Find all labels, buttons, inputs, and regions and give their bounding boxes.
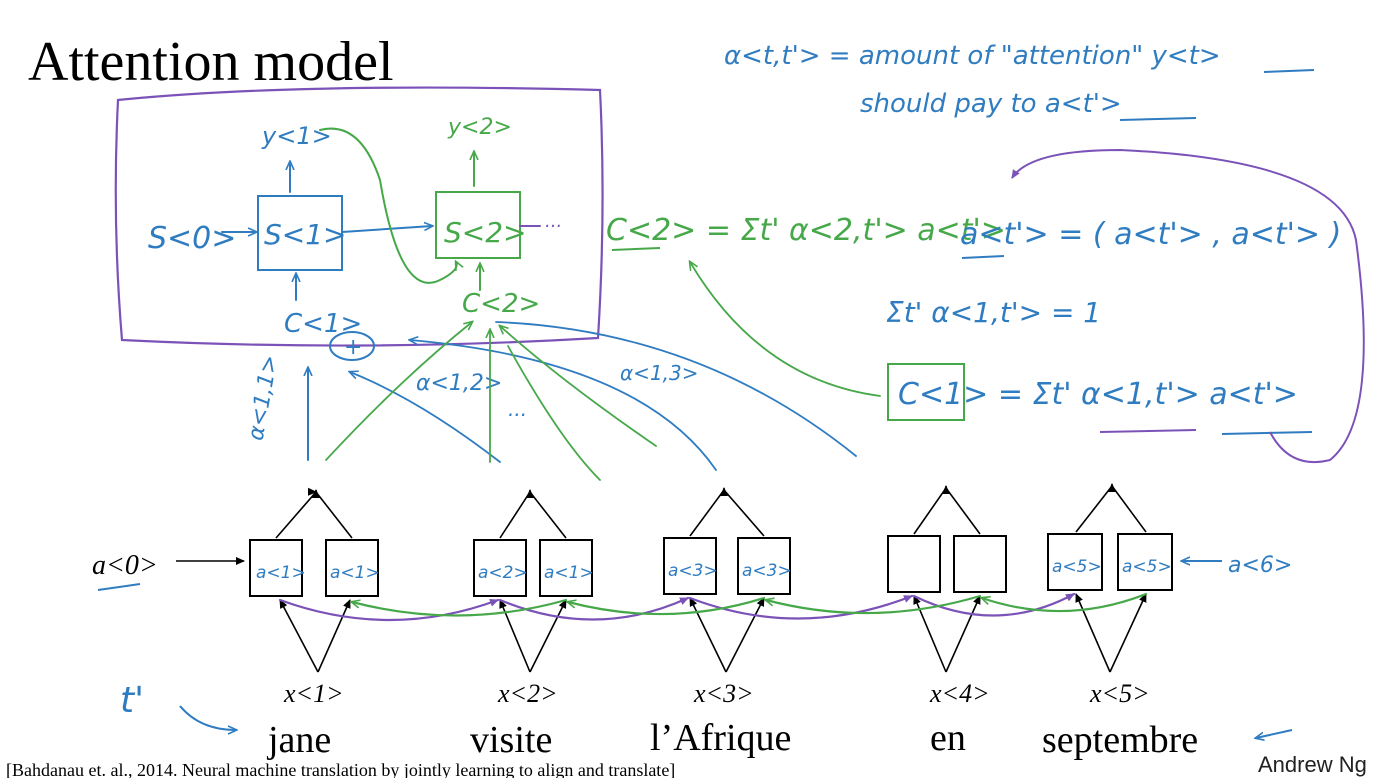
fanout-3 <box>689 488 765 537</box>
in-arrow-5b <box>1109 593 1147 673</box>
alpha13-label: α<1,3> <box>620 361 699 385</box>
fwd-label-2: a<2> <box>478 563 528 583</box>
in-arrow-4b <box>945 595 981 673</box>
alpha-sum-equation: Σt' α<1,t'> = 1 <box>886 296 1101 329</box>
sum-plus: + <box>344 335 362 360</box>
in-arrow-1b <box>317 599 351 673</box>
a-tprime-underline <box>1221 431 1313 435</box>
alpha12-label: α<1,2> <box>416 371 502 396</box>
s0-label: S<0> <box>148 221 236 256</box>
x-label-3: x<3> <box>693 679 754 708</box>
attn-arrow-4 <box>495 321 857 457</box>
fanout-4 <box>913 486 981 535</box>
attn2-arrow-1 <box>325 322 472 461</box>
fwd-box-4 <box>887 535 941 593</box>
bwd-box-2 <box>539 539 593 597</box>
word-1: jane <box>266 719 331 761</box>
alpha-underline <box>1099 429 1197 433</box>
bwd-label-2: a<1> <box>544 563 594 583</box>
y1-feedback-arrow <box>319 127 457 284</box>
alpha-definition-line2: should pay to a<t'> <box>860 89 1122 119</box>
fwd-box-3 <box>663 537 717 595</box>
word-5: septembre <box>1042 719 1198 761</box>
slide-title: Attention model <box>28 31 394 93</box>
bwd-link-5-4 <box>982 592 1148 613</box>
s1-to-s2-arrow <box>341 226 432 233</box>
a0-label: a<0> <box>92 550 158 581</box>
fanout-1 <box>275 487 353 539</box>
bwd-link-3-2 <box>568 596 766 616</box>
x-label-1: x<1> <box>283 679 344 708</box>
bwd-label-5: a<5> <box>1122 557 1172 577</box>
attention-dots: ... <box>508 397 527 421</box>
in-arrow-1a <box>279 599 319 673</box>
attn-arrow-3 <box>410 340 717 471</box>
bwd-link-4-3 <box>766 594 982 615</box>
decoder-frame <box>114 86 604 347</box>
bwd-box-1 <box>325 539 379 597</box>
bwd-box-3 <box>737 537 791 595</box>
word-4: en <box>930 717 966 759</box>
word-2: visite <box>470 719 552 761</box>
loop-arrow <box>1011 148 1365 464</box>
a6-label: a<6> <box>1228 553 1292 578</box>
c1-equation: C<1> = Σt' α<1,t'> a<t'> <box>898 377 1298 412</box>
fwd-link-1-2 <box>278 598 500 622</box>
fwd-label-3: a<3> <box>668 561 718 581</box>
fwd-link-4-5 <box>912 592 1076 617</box>
a-concat-equation: a<t'> = ( a<t'> , a<t'> ) <box>960 217 1341 252</box>
attn2-arrow-3 <box>500 326 657 447</box>
c2-label: C<2> <box>462 289 540 319</box>
fwd-box-2 <box>473 539 527 597</box>
word-3: l’Afrique <box>650 717 791 759</box>
bwd-label-3: a<3> <box>742 561 792 581</box>
s1-label: S<1> <box>264 218 347 251</box>
in-arrow-2b <box>529 599 567 673</box>
x-label-4: x<4> <box>929 679 990 708</box>
bwd-label-1: a<1> <box>330 563 380 583</box>
bwd-link-2-1 <box>352 598 568 617</box>
bwd-box-5 <box>1117 533 1173 591</box>
alpha11-label: α<1,1> <box>244 353 284 442</box>
s2-label: S<2> <box>444 216 527 249</box>
bwd-box-4 <box>953 535 1007 593</box>
y1-label: y<1> <box>261 122 332 150</box>
y-underline <box>1263 69 1315 73</box>
a-concat-underline <box>961 255 1005 259</box>
c1-box <box>887 363 965 421</box>
fwd-link-2-3 <box>498 596 690 621</box>
alpha-definition-line1: α<t,t'> = amount of "attention" y<t> <box>724 41 1221 71</box>
fwd-box-1 <box>249 539 303 597</box>
in-arrow-3a <box>689 597 727 673</box>
a-underline <box>1119 117 1197 121</box>
septembre-arrow <box>1256 729 1293 738</box>
x-label-5: x<5> <box>1089 679 1150 708</box>
c2-underline <box>611 247 661 251</box>
in-arrow-5a <box>1075 593 1111 673</box>
t-prime-arrow <box>179 705 236 730</box>
c1-to-c2-arrow <box>690 262 881 397</box>
fanout-2 <box>499 490 567 539</box>
c2-equation: C<2> = Σt' α<2,t'> a<t'> <box>606 213 1006 248</box>
c1-label: C<1> <box>284 309 362 339</box>
author: Andrew Ng <box>1258 752 1367 777</box>
fwd-label-5: a<5> <box>1052 557 1102 577</box>
a0-underline <box>97 583 141 591</box>
attn-arrow-2 <box>350 372 501 463</box>
t-prime-label: t' <box>120 680 144 721</box>
fwd-box-5 <box>1047 533 1103 591</box>
fanout-5 <box>1075 484 1147 533</box>
sum-node <box>329 331 375 361</box>
in-arrow-3b <box>725 597 765 673</box>
citation: [Bahdanau et. al., 2014. Neural machine … <box>6 760 675 778</box>
decoder-continue-dots: ··· <box>544 216 561 237</box>
fwd-link-3-4 <box>688 594 914 620</box>
y2-label: y<2> <box>447 115 512 140</box>
fwd-label-1: a<1> <box>256 563 306 583</box>
attn2-arrow-4 <box>507 345 601 481</box>
x-label-2: x<2> <box>497 679 558 708</box>
